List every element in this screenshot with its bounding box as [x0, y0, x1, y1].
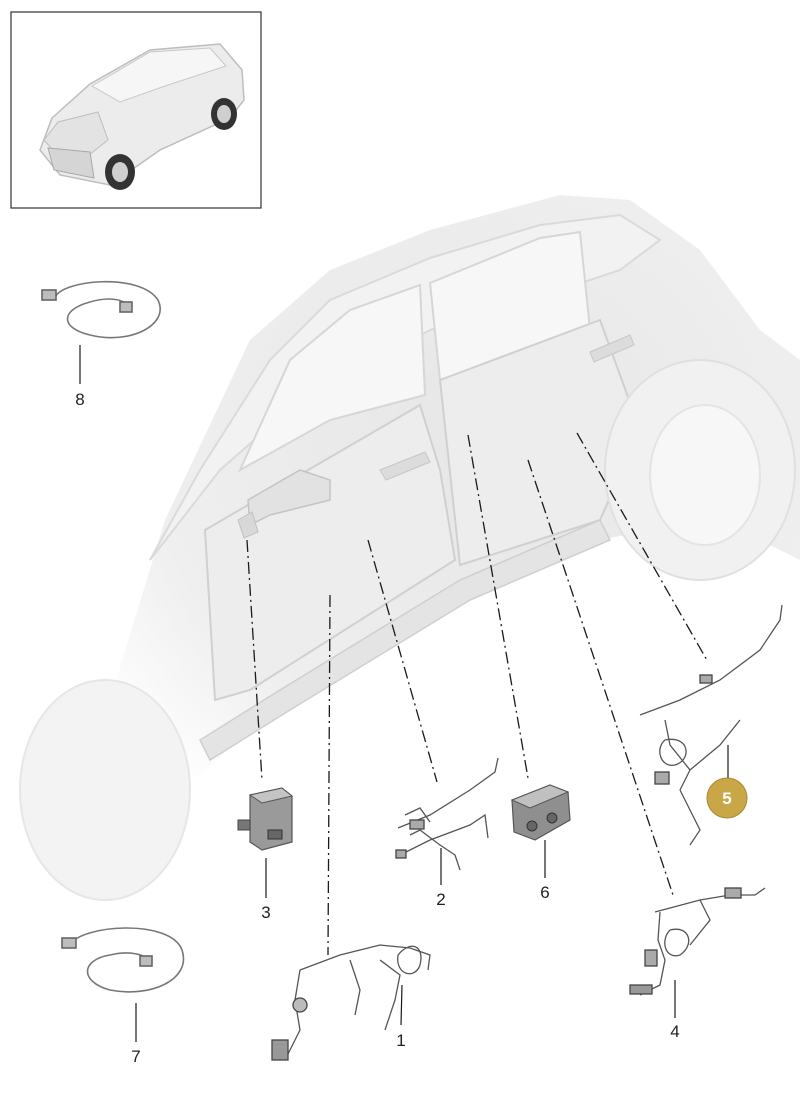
- part-number-8: 8: [75, 390, 84, 409]
- highlight-circle[interactable]: [706, 777, 748, 819]
- part-4-wiring-harness: [629, 887, 766, 996]
- part-6-control-unit: [510, 784, 571, 841]
- part-number-2: 2: [436, 890, 445, 909]
- leader-lines: [246, 432, 709, 956]
- label-ticks: [79, 345, 729, 1042]
- vehicle-thumbnail: [10, 11, 262, 209]
- part-5-wiring-harness: [639, 604, 783, 846]
- part-number-3: 3: [261, 903, 270, 922]
- part-number-4: 4: [670, 1022, 679, 1041]
- part-number-5: 5: [722, 789, 731, 808]
- part-number-7: 7: [131, 1047, 140, 1066]
- vehicle-side-illustration: [19, 195, 800, 901]
- part-2-wiring-harness: [395, 757, 499, 871]
- part-3-control-unit: [237, 787, 294, 851]
- part-8-cable: [41, 280, 161, 339]
- leader-line-6: [467, 434, 529, 779]
- leader-line-3: [246, 539, 263, 781]
- leader-line-1: [327, 594, 331, 956]
- thumbnail-car-icon: [39, 43, 245, 190]
- leader-line-2: [367, 539, 438, 783]
- highlighted-part-badge[interactable]: 5: [706, 777, 748, 819]
- leader-line-4: [527, 459, 674, 896]
- part-number-1: 1: [396, 1031, 405, 1050]
- part-1-wiring-harness: [271, 944, 431, 1061]
- part-number-6: 6: [540, 883, 549, 902]
- callout-labels: 8 3 2 6 1 4 7: [75, 390, 679, 1066]
- part-7-cable: [61, 927, 185, 993]
